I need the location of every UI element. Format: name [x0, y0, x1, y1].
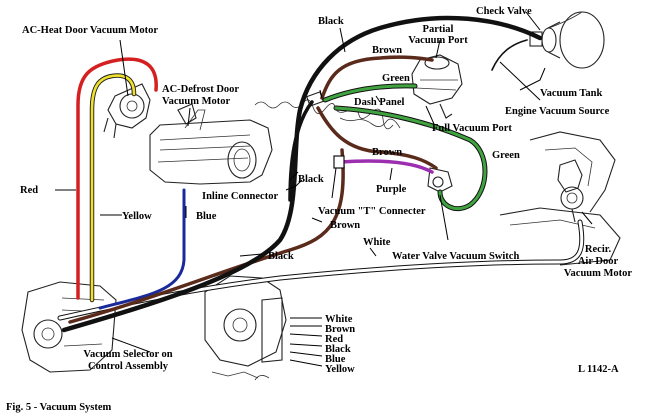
hose-white [58, 220, 584, 320]
label-line: Green [382, 73, 410, 84]
label-check-valve: Check Valve [476, 6, 532, 17]
label-black-low: Black [268, 251, 294, 262]
label-line: Red [325, 334, 343, 345]
figure-code: L 1142-A [578, 364, 619, 375]
legend-yellow: Yellow [325, 364, 355, 375]
label-green-top: Green [382, 73, 410, 84]
label-line: Yellow [325, 364, 355, 375]
label-white-mid: White [363, 237, 391, 248]
label-line: Red [20, 185, 38, 196]
label-red: Red [20, 185, 38, 196]
label-line: Full Vacuum Port [432, 123, 512, 134]
label-black-top: Black [318, 16, 344, 27]
label-ac-heat-door-motor: AC-Heat Door Vacuum Motor [22, 25, 158, 36]
label-line: Water Valve Vacuum Switch [392, 251, 519, 262]
label-brown-top: Brown [372, 45, 402, 56]
label-full-vacuum-port: Full Vacuum Port [432, 123, 512, 134]
legend-brown: Brown [325, 324, 355, 335]
label-purple: Purple [376, 184, 407, 195]
legend-blue: Blue [325, 354, 346, 365]
label-water-valve-switch: Water Valve Vacuum Switch [392, 251, 519, 262]
hose-black-branch [288, 100, 314, 202]
label-line: Black [318, 16, 344, 27]
legend-white: White [325, 314, 353, 325]
label-brown-low: Brown [330, 220, 360, 231]
hose-purple [338, 159, 434, 174]
label-line: Purple [376, 184, 407, 195]
label-line: Black [268, 251, 294, 262]
label-line: Vacuum Tank [540, 88, 603, 99]
label-line: AC-Defrost Door [162, 84, 239, 95]
label-line: Vacuum "T" Connecter [318, 206, 426, 217]
label-line: Air Door [578, 256, 619, 267]
figure-caption: Fig. 5 - Vacuum System [6, 402, 112, 413]
t-connector [333, 155, 345, 169]
label-line: Vacuum Port [408, 35, 468, 46]
hose-black-main [61, 15, 543, 333]
label-line: White [325, 314, 353, 325]
label-line: Blue [325, 354, 346, 365]
hose-green-fill [323, 84, 487, 211]
hose-brown-low [68, 148, 345, 324]
label-line: Recir. [585, 244, 612, 255]
label-dash-panel: Dash Panel [354, 97, 405, 108]
label-line: Check Valve [476, 6, 532, 17]
label-line: Engine Vacuum Source [505, 106, 610, 117]
label-green-right: Green [492, 150, 520, 161]
label-line: Black [325, 344, 351, 355]
vacuum-hoses [57, 15, 585, 333]
line-art [21, 11, 621, 381]
label-brown-mid: Brown [372, 147, 402, 158]
labels: AC-Heat Door Vacuum Motor AC-Defrost Doo… [6, 6, 632, 413]
legend-red: Red [325, 334, 343, 345]
hose-yellow [90, 74, 136, 302]
label-vacuum-tank: Vacuum Tank [540, 88, 603, 99]
label-line: Vacuum Motor [564, 268, 632, 279]
label-vacuum-t-connector: Vacuum "T" Connecter [318, 206, 426, 217]
label-inline-connector: Inline Connector [202, 191, 278, 202]
label-engine-vacuum-source: Engine Vacuum Source [505, 106, 610, 117]
label-line: Fig. 5 - Vacuum System [6, 402, 112, 413]
label-line: Blue [196, 211, 217, 222]
label-line: Brown [325, 324, 355, 335]
label-line: Partial [423, 24, 454, 35]
label-line: L 1142-A [578, 364, 619, 375]
label-line: Brown [330, 220, 360, 231]
label-black-mid: Black [298, 174, 324, 185]
label-yellow: Yellow [122, 211, 152, 222]
label-line: Yellow [122, 211, 152, 222]
hose-brown-mid [316, 106, 438, 170]
label-line: Control Assembly [88, 361, 169, 372]
legend-black: Black [325, 344, 351, 355]
leader-lines [55, 11, 593, 367]
hose-blue [98, 188, 186, 310]
label-line: White [363, 237, 391, 248]
hose-brown-top [320, 55, 434, 100]
label-line: Black [298, 174, 324, 185]
label-line: Green [492, 150, 520, 161]
label-line: Vacuum Selector on [83, 349, 172, 360]
hose-red [76, 57, 158, 300]
label-line: Brown [372, 45, 402, 56]
label-blue: Blue [196, 211, 217, 222]
label-line: Vacuum Motor [162, 96, 230, 107]
label-line: Brown [372, 147, 402, 158]
hose-engine-source [491, 39, 528, 71]
label-line: Dash Panel [354, 97, 405, 108]
label-line: AC-Heat Door Vacuum Motor [22, 25, 158, 36]
label-line: Inline Connector [202, 191, 278, 202]
